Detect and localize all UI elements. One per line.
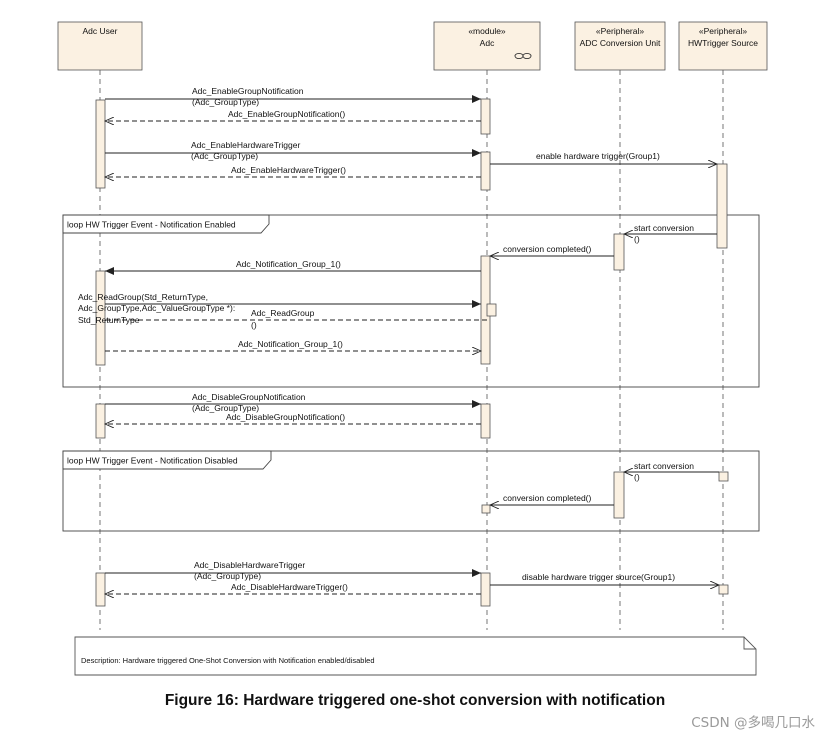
activation-bar bbox=[481, 504, 491, 514]
activation-bar bbox=[486, 303, 497, 317]
activation-bar bbox=[718, 471, 729, 482]
lifeline-head-adc: «module» Adc bbox=[433, 21, 541, 71]
activation-bar bbox=[95, 572, 106, 607]
message-label: start conversion bbox=[634, 461, 694, 471]
activation-bar bbox=[613, 471, 625, 519]
note-text: Description: Hardware triggered One-Shot… bbox=[81, 656, 375, 665]
message-label: Adc_Notification_Group_1() bbox=[238, 339, 343, 349]
activation-bar bbox=[95, 403, 106, 439]
message-label: disable hardware trigger source(Group1) bbox=[522, 572, 675, 582]
loop-label: loop HW Trigger Event - Notification Ena… bbox=[67, 220, 236, 230]
message-label: Adc_EnableGroupNotification() bbox=[228, 109, 345, 119]
message-label: () bbox=[634, 234, 640, 244]
message-label: conversion completed() bbox=[503, 493, 592, 503]
message-label: Adc_GroupType,Adc_ValueGroupType *): bbox=[78, 303, 235, 313]
message-label: Adc_ReadGroup bbox=[251, 308, 315, 318]
message-label: () bbox=[634, 472, 640, 482]
lifeline-name: Adc bbox=[480, 38, 495, 48]
message-labels: Adc_EnableGroupNotification (Adc_GroupTy… bbox=[78, 86, 694, 592]
loop-fragment-enabled: loop HW Trigger Event - Notification Ena… bbox=[62, 214, 760, 388]
activation-bar bbox=[480, 403, 491, 439]
activation-bar bbox=[480, 151, 491, 191]
message-label: enable hardware trigger(Group1) bbox=[536, 151, 660, 161]
watermark: CSDN @多喝几口水 bbox=[691, 714, 815, 731]
figure-caption: Figure 16: Hardware triggered one-shot c… bbox=[165, 692, 665, 709]
lifeline-head-adc-conversion-unit: «Peripheral» ADC Conversion Unit bbox=[574, 21, 666, 71]
message-label: conversion completed() bbox=[503, 244, 592, 254]
lifeline-stereotype: «Peripheral» bbox=[699, 26, 747, 36]
activation-bar bbox=[95, 270, 106, 366]
lifeline-head-adc-user: Adc User bbox=[57, 21, 143, 71]
message-label: () bbox=[251, 320, 257, 330]
activation-bar bbox=[480, 98, 491, 135]
message-label: (Adc_GroupType) bbox=[192, 403, 259, 413]
lifeline-stereotype: «Peripheral» bbox=[596, 26, 644, 36]
activation-bar bbox=[613, 233, 625, 271]
link-icon bbox=[514, 52, 532, 60]
activation-bar bbox=[718, 584, 729, 595]
lifeline-stereotype: «module» bbox=[468, 26, 506, 36]
activation-bar bbox=[95, 99, 106, 189]
activation-bar bbox=[716, 163, 728, 249]
message-label: start conversion bbox=[634, 223, 694, 233]
loop-fragment-disabled: loop HW Trigger Event - Notification Dis… bbox=[62, 450, 760, 532]
message-label: (Adc_GroupType) bbox=[194, 571, 261, 581]
message-label: Adc_EnableHardwareTrigger() bbox=[231, 165, 346, 175]
message-label: Adc_ReadGroup(Std_ReturnType, bbox=[78, 292, 208, 302]
message-label: Std_ReturnType bbox=[78, 315, 140, 325]
lifeline-name: HWTrigger Source bbox=[688, 38, 758, 48]
lifeline-name: Adc User bbox=[83, 26, 118, 36]
lifeline-head-hw-trigger-source: «Peripheral» HWTrigger Source bbox=[678, 21, 768, 71]
message-label: Adc_EnableHardwareTrigger bbox=[191, 140, 300, 150]
lifeline-name: ADC Conversion Unit bbox=[580, 38, 661, 48]
description-note: Description: Hardware triggered One-Shot… bbox=[74, 636, 757, 676]
message-label: Adc_DisableHardwareTrigger bbox=[194, 560, 305, 570]
loop-label: loop HW Trigger Event - Notification Dis… bbox=[67, 456, 238, 466]
message-label: (Adc_GroupType) bbox=[192, 97, 259, 107]
message-label: Adc_DisableHardwareTrigger() bbox=[231, 582, 348, 592]
message-label: (Adc_GroupType) bbox=[191, 151, 258, 161]
message-label: Adc_Notification_Group_1() bbox=[236, 259, 341, 269]
message-label: Adc_EnableGroupNotification bbox=[192, 86, 304, 96]
activation-bar bbox=[480, 572, 491, 607]
message-label: Adc_DisableGroupNotification bbox=[192, 392, 306, 402]
message-label: Adc_DisableGroupNotification() bbox=[226, 412, 345, 422]
